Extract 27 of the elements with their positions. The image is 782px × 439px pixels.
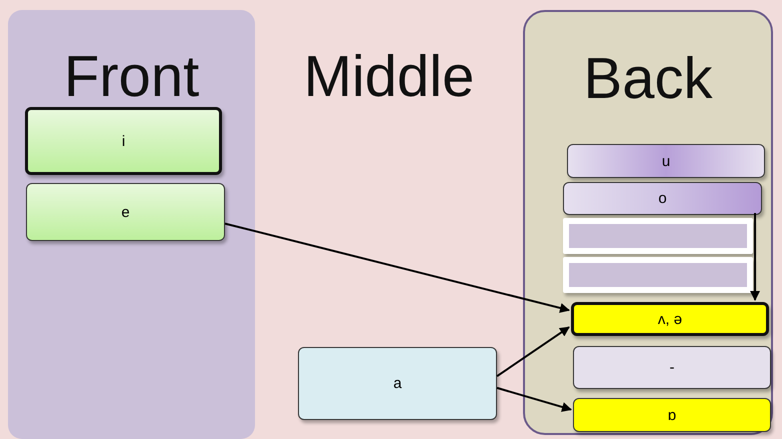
vowel-label: o: [658, 190, 667, 207]
arrow: [496, 326, 570, 378]
empty-box: [563, 218, 753, 254]
arrow: [750, 213, 760, 301]
vowel-box: [567, 144, 765, 178]
arrow: [496, 386, 572, 412]
arrow: [224, 222, 570, 313]
vowel-label: e: [121, 204, 130, 220]
vowel-box: [26, 183, 225, 241]
vowel-box: [563, 182, 762, 215]
column-title: Front: [64, 48, 200, 106]
back-column: [523, 10, 773, 435]
vowel-label: -: [670, 359, 674, 376]
vowel-label: u: [662, 152, 670, 170]
empty-box: [563, 257, 753, 293]
vowel-box: [298, 347, 497, 420]
vowel-box: [573, 346, 771, 389]
column-title: Middle: [304, 48, 474, 106]
vowel-box: [573, 398, 771, 432]
vowel-box: [25, 107, 222, 175]
vowel-label: ɒ: [668, 406, 676, 424]
vowel-label: i: [122, 132, 126, 150]
vowel-label: ʌ, ə: [658, 310, 682, 328]
column-title: Back: [584, 50, 712, 108]
vowel-label: a: [393, 375, 402, 392]
front-column: [8, 10, 255, 439]
vowel-box: [571, 302, 769, 336]
